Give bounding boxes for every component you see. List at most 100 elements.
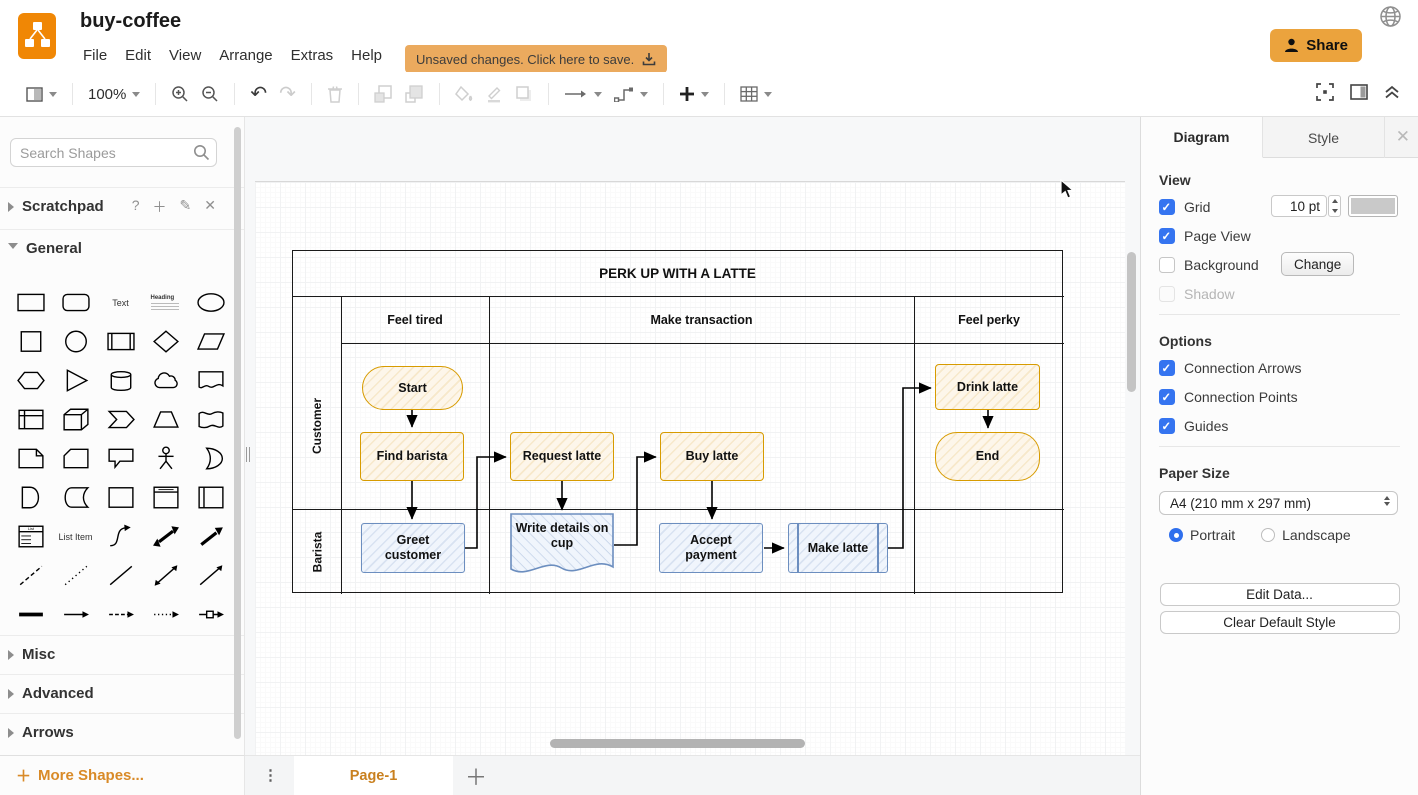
portrait-radio[interactable] [1169, 528, 1183, 542]
shape-step[interactable] [98, 400, 143, 439]
shape-cube[interactable] [53, 400, 98, 439]
node-make-latte[interactable]: Make latte [788, 523, 888, 573]
canvas-horizontal-scrollbar[interactable] [550, 739, 805, 748]
scratchpad-add-icon[interactable]: ＋ [152, 198, 167, 215]
connection-arrows-checkbox[interactable] [1159, 360, 1175, 376]
pages-menu-button[interactable]: ⋮ [263, 767, 278, 784]
shape-line[interactable] [98, 556, 143, 595]
waypoint-style-button[interactable] [608, 82, 654, 106]
fullscreen-button[interactable] [1316, 83, 1334, 106]
connection-points-checkbox[interactable] [1159, 389, 1175, 405]
scratchpad-help-icon[interactable]: ? [131, 196, 140, 213]
node-buy-latte[interactable]: Buy latte [660, 432, 764, 481]
guides-checkbox[interactable] [1159, 418, 1175, 434]
to-back-button[interactable] [399, 81, 430, 107]
grid-size-input[interactable] [1271, 195, 1327, 217]
shape-card[interactable] [53, 439, 98, 478]
lane-label-barista[interactable]: Barista [310, 531, 324, 572]
shape-trapezoid[interactable] [143, 400, 188, 439]
sidebar-section-misc[interactable]: Misc [0, 635, 244, 673]
shape-tape[interactable] [188, 400, 233, 439]
sidebar-section-scratchpad[interactable]: Scratchpad ? ＋ ✎ ✕ [0, 187, 244, 225]
clear-default-style-button[interactable]: Clear Default Style [1159, 611, 1400, 634]
page-tab-1[interactable]: Page-1 [294, 755, 453, 795]
shape-curve[interactable] [98, 517, 143, 556]
shape-dotted-line[interactable] [53, 556, 98, 595]
to-front-button[interactable] [368, 81, 399, 107]
close-panel-icon[interactable]: ✕ [1395, 127, 1410, 146]
shape-link[interactable] [8, 595, 53, 634]
add-page-button[interactable]: ＋ [465, 764, 488, 790]
sidebar-scrollbar[interactable] [234, 127, 241, 739]
shape-horizontal-container[interactable] [188, 478, 233, 517]
menu-help[interactable]: Help [351, 47, 383, 64]
shape-ellipse[interactable] [188, 283, 233, 322]
tab-style[interactable]: Style [1263, 117, 1385, 158]
shape-container[interactable] [98, 478, 143, 517]
shape-cylinder[interactable] [98, 361, 143, 400]
swimlane-pool[interactable]: PERK UP WITH A LATTE Feel tired Make tra… [292, 250, 1064, 594]
node-find-barista[interactable]: Find barista [360, 432, 464, 481]
redo-button[interactable]: ↷ [273, 80, 302, 108]
shape-list-item[interactable]: List Item [58, 531, 93, 542]
diagram-canvas[interactable]: PERK UP WITH A LATTE Feel tired Make tra… [245, 117, 1140, 755]
shape-bidirectional-connector[interactable] [143, 556, 188, 595]
shape-process[interactable] [98, 322, 143, 361]
tab-diagram[interactable]: Diagram [1141, 117, 1263, 158]
insert-button[interactable] [673, 82, 715, 106]
shape-arrow[interactable] [188, 517, 233, 556]
table-button[interactable] [734, 82, 778, 106]
shape-note[interactable] [8, 439, 53, 478]
zoom-in-button[interactable] [165, 81, 195, 107]
shape-parallelogram[interactable] [188, 322, 233, 361]
unsaved-changes-button[interactable]: Unsaved changes. Click here to save. [405, 45, 668, 73]
view-panels-button[interactable] [20, 83, 63, 106]
shape-rounded-rectangle[interactable] [53, 283, 98, 322]
shape-square[interactable] [8, 322, 53, 361]
background-checkbox[interactable] [1159, 257, 1175, 273]
edit-data-button[interactable]: Edit Data... [1159, 583, 1400, 606]
menu-file[interactable]: File [83, 47, 108, 64]
menu-extras[interactable]: Extras [290, 47, 334, 64]
grid-checkbox[interactable] [1159, 199, 1175, 215]
phase-label[interactable]: Feel perky [958, 312, 1020, 327]
grid-color-swatch[interactable] [1348, 195, 1398, 217]
shape-list[interactable]: List [8, 517, 53, 556]
fill-color-button[interactable] [449, 81, 479, 107]
shape-callout[interactable] [98, 439, 143, 478]
shape-hexagon[interactable] [8, 361, 53, 400]
shape-bidirectional-arrow[interactable] [143, 517, 188, 556]
node-accept-payment[interactable]: Accept payment [659, 523, 763, 573]
sidebar-section-arrows[interactable]: Arrows [0, 713, 244, 751]
landscape-radio[interactable] [1261, 528, 1276, 542]
shape-textbox[interactable]: Heading [143, 283, 188, 322]
line-color-button[interactable] [479, 81, 509, 107]
sidebar-section-general[interactable]: General [0, 229, 244, 267]
language-globe-icon[interactable] [1379, 5, 1402, 33]
node-drink-latte[interactable]: Drink latte [935, 364, 1040, 410]
shape-dotted-horizontal-arrow[interactable] [143, 595, 188, 634]
node-start[interactable]: Start [362, 366, 463, 410]
share-button[interactable]: Share [1270, 29, 1362, 62]
shape-text[interactable]: Text [112, 297, 129, 308]
node-request-latte[interactable]: Request latte [510, 432, 614, 481]
undo-button[interactable]: ↶ [244, 80, 273, 108]
shape-circle[interactable] [53, 322, 98, 361]
node-greet-customer[interactable]: Greet customer [361, 523, 465, 573]
page-view-checkbox[interactable] [1159, 228, 1175, 244]
shape-rectangle[interactable] [8, 283, 53, 322]
connection-style-button[interactable] [558, 84, 608, 104]
collapse-toolbar-button[interactable] [1384, 84, 1400, 105]
shape-dashed-horizontal-arrow[interactable] [98, 595, 143, 634]
shape-horizontal-arrow[interactable] [53, 595, 98, 634]
paper-size-select[interactable]: A4 (210 mm x 297 mm) [1159, 491, 1398, 515]
node-write-details-on-cup[interactable]: Write details on cup [510, 513, 614, 580]
shape-vertical-container[interactable] [143, 478, 188, 517]
shape-data-storage[interactable] [53, 478, 98, 517]
shape-actor[interactable] [143, 439, 188, 478]
search-shapes-input[interactable] [10, 138, 217, 167]
sidebar-section-advanced[interactable]: Advanced [0, 674, 244, 712]
shape-triangle[interactable] [53, 361, 98, 400]
menu-edit[interactable]: Edit [125, 47, 152, 64]
menu-arrange[interactable]: Arrange [219, 47, 273, 64]
